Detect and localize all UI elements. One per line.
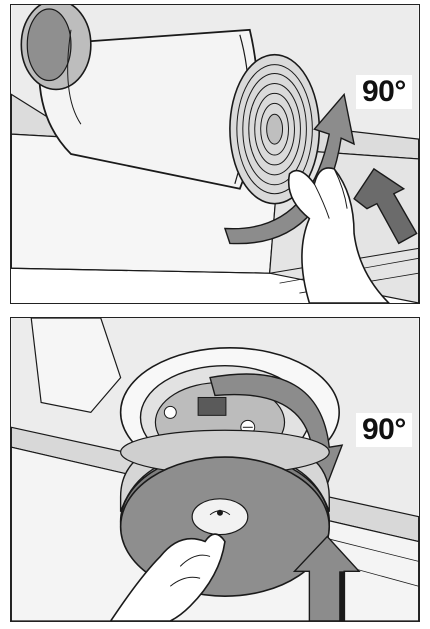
push-up-arrow-icon <box>292 535 361 621</box>
filter-canister <box>20 5 259 190</box>
cover-attach-illustration <box>11 318 419 621</box>
push-up-arrow-icon <box>353 167 418 245</box>
filter-install-illustration <box>11 5 419 303</box>
carbon-filter <box>229 53 321 205</box>
hand-icon <box>287 167 390 303</box>
hand-icon <box>109 533 226 621</box>
step-panel-filter-install: 90° <box>10 4 420 304</box>
rotation-angle-label: 90° <box>356 75 412 109</box>
rotation-angle-label: 90° <box>356 413 412 447</box>
step-panel-cover-attach: 90° <box>10 317 420 622</box>
